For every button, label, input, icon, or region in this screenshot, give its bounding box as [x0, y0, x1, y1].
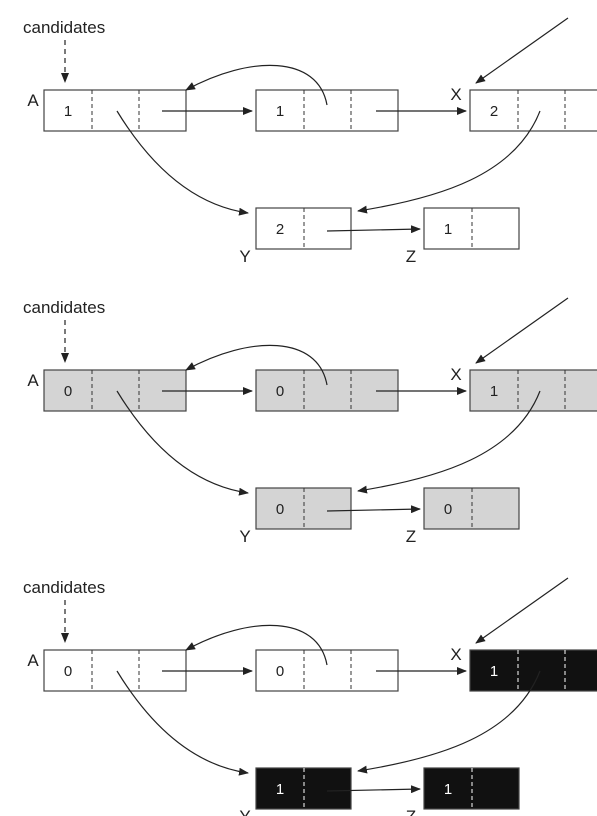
node-value: 2 [490, 103, 498, 120]
next-arrow-y-z [326, 225, 421, 234]
label-a: A [27, 651, 39, 670]
label-z: Z [406, 807, 416, 816]
node-b: 0 [255, 369, 399, 412]
label-y: Y [239, 247, 250, 266]
node-b: 1 [255, 89, 399, 132]
label-x: X [450, 365, 461, 384]
label-a: A [27, 371, 39, 390]
node-z: 1 [423, 767, 520, 810]
label-z: Z [406, 247, 416, 266]
back-arrow-b-a [185, 624, 328, 666]
label-y: Y [239, 527, 250, 546]
node-value: 1 [490, 663, 498, 680]
label-z: Z [406, 527, 416, 546]
node-y: 0 [255, 487, 352, 530]
link-arrow-a-y [116, 390, 249, 496]
node-value: 1 [490, 383, 498, 400]
node-value: 0 [276, 501, 284, 518]
node-box [255, 487, 352, 530]
link-arrow-x-y [357, 110, 541, 214]
label-x: X [450, 85, 461, 104]
candidates-label: candidates [23, 298, 105, 317]
node-box [423, 767, 520, 810]
link-arrow-a-y [116, 670, 249, 776]
node-box [423, 487, 520, 530]
node-b: 0 [255, 649, 399, 692]
node-value: 0 [276, 383, 284, 400]
incoming-pointer-arrow-x [475, 17, 569, 84]
next-arrow-y-z [326, 785, 421, 794]
link-arrow-x-y [357, 670, 541, 774]
node-value: 1 [444, 221, 452, 238]
candidates-label: candidates [23, 18, 105, 37]
label-x: X [450, 645, 461, 664]
node-value: 1 [276, 781, 284, 798]
node-y: 1 [255, 767, 352, 810]
node-box [255, 207, 352, 250]
node-value: 0 [276, 663, 284, 680]
node-a: 0 [43, 369, 187, 412]
node-value: 1 [276, 103, 284, 120]
node-y: 2 [255, 207, 352, 250]
node-z: 0 [423, 487, 520, 530]
link-arrow-x-y [357, 390, 541, 494]
link-arrow-a-y [116, 110, 249, 216]
back-arrow-b-a [185, 64, 328, 106]
next-arrow-y-z [326, 505, 421, 514]
node-box [255, 649, 399, 692]
candidates-label: candidates [23, 578, 105, 597]
node-box [255, 369, 399, 412]
node-value: 1 [64, 103, 72, 120]
node-value: 0 [64, 663, 72, 680]
incoming-pointer-arrow-x [475, 297, 569, 364]
node-value: 1 [444, 781, 452, 798]
node-value: 0 [444, 501, 452, 518]
incoming-pointer-arrow-x [475, 577, 569, 644]
node-value: 2 [276, 221, 284, 238]
node-value: 0 [64, 383, 72, 400]
node-box [255, 767, 352, 810]
node-z: 1 [423, 207, 520, 250]
back-arrow-b-a [185, 344, 328, 386]
label-y: Y [239, 807, 250, 816]
label-a: A [27, 91, 39, 110]
node-box [255, 89, 399, 132]
node-box [423, 207, 520, 250]
